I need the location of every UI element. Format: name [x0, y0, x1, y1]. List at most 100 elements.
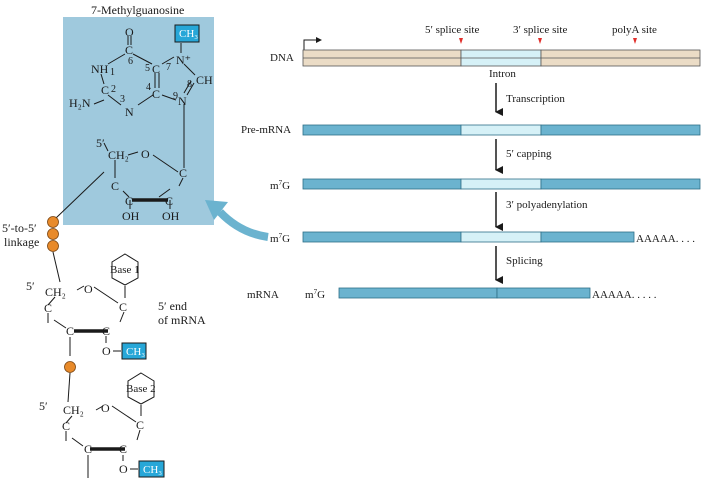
mrna-m7g-label: m7G: [305, 288, 325, 301]
polya-site-label: polyA site: [612, 24, 657, 36]
m7g-nh: NH: [91, 62, 109, 76]
m7g-num4: 4: [146, 82, 151, 93]
polya-g: G: [282, 233, 290, 245]
bond-to-nuc1: [52, 251, 61, 283]
base-2-hexagon: [127, 372, 155, 405]
polyadenylated-m7g-label: m7G: [270, 232, 290, 245]
nuc1-c4: C: [44, 301, 52, 315]
nucleotide-2: Base 2 5′ CH₂ O C C C C O CH₃: [39, 372, 165, 478]
nuc2-c4: C: [62, 419, 70, 433]
m7g-h2n: H₂N: [69, 96, 91, 110]
capped-intron: [460, 178, 542, 190]
capped-exon-1: [302, 178, 462, 190]
mrna-m: m: [305, 289, 314, 301]
capped-exon-2: [540, 178, 701, 190]
splicing-label: Splicing: [506, 255, 543, 267]
m7g-num2: 2: [111, 84, 116, 95]
m7g-c8: C: [196, 73, 204, 87]
m7g-c6: C: [125, 43, 133, 57]
polya-exon-1: [302, 231, 462, 243]
ribose-5prime: 5′: [96, 136, 105, 150]
pre-mrna-exon-1: [302, 124, 462, 136]
m7g-n7: N⁺: [176, 53, 191, 67]
nuc2-c1: C: [136, 418, 144, 432]
capped-sup7: 7: [279, 179, 283, 187]
polya-exon-2: [540, 231, 635, 243]
splice5-label: 5′ splice site: [425, 24, 479, 36]
nuc1-5prime: 5′: [26, 279, 35, 293]
m7g-num3: 3: [120, 94, 125, 105]
m7g-o: O: [125, 25, 134, 39]
splice3-label: 3′ splice site: [513, 24, 567, 36]
m7g-num5: 5: [145, 63, 150, 74]
base-1-label: Base 1: [110, 264, 140, 276]
ribose-o: O: [141, 147, 150, 161]
nuc1-bonds: [47, 285, 126, 356]
linkage-label-1: 5′-to-5′: [2, 221, 37, 235]
m7g-background: [63, 17, 214, 225]
nucleotide-1: Base 1 5′ CH₂ O C C C C O CH₃ 5′ end of …: [26, 253, 206, 360]
polya-sup7: 7: [279, 232, 283, 240]
ribose-c3: C: [125, 194, 133, 208]
mrna-g: G: [317, 289, 325, 301]
nuc1-o: O: [84, 282, 93, 296]
intron-label: Intron: [489, 68, 516, 80]
ribose-c2: C: [165, 194, 173, 208]
nuc2-ch3-badge: [138, 460, 165, 478]
m7g-title: 7-Methylguanosine: [91, 3, 184, 17]
processing-pathway: 5′ splice site 3′ splice site polyA site…: [241, 24, 701, 301]
capping-label: 5′ capping: [506, 148, 552, 160]
highlight-arrow-head: [205, 200, 228, 220]
linkage-bond: [55, 171, 105, 219]
nuc1-ch3-badge: [121, 342, 147, 360]
nuc1-end-1: 5′ end: [158, 299, 187, 313]
m7g-n9: N: [178, 94, 187, 108]
polya-tail: AAAAA. . . .: [636, 233, 695, 245]
capped-g: G: [282, 180, 290, 192]
highlight-arrow-shaft: [217, 209, 269, 241]
m7g-c5: C: [152, 62, 160, 76]
nuc2-o2: O: [119, 462, 128, 476]
m7g-n3: N: [125, 105, 134, 119]
nuc2-ch3: CH₃: [143, 464, 162, 476]
pre-mrna-exon-2: [540, 124, 701, 136]
capped-m7g-label: m7G: [270, 179, 290, 192]
m7g-num6: 6: [128, 56, 133, 67]
transcription-label: Transcription: [506, 93, 565, 105]
mrna-exon-1: [338, 287, 498, 299]
phosphate-bead-4: [64, 361, 76, 373]
mrna-tail: AAAAA. . . . .: [592, 289, 657, 301]
capped-m: m: [270, 180, 279, 192]
ribose-bonds: [103, 142, 184, 209]
phosphate-bead-1: [47, 216, 59, 228]
mrna-sup7: 7: [314, 288, 318, 296]
bond-to-nuc2: [67, 372, 71, 403]
nuc2-bonds: [65, 405, 142, 478]
nuc1-c1: C: [119, 300, 127, 314]
ch3-badge: [174, 24, 200, 43]
m7g-c4: C: [152, 87, 160, 101]
ribose-c4: C: [111, 179, 119, 193]
ribose-oh-2: OH: [162, 209, 180, 223]
nuc2-5prime: 5′: [39, 399, 48, 413]
linkage-label-2: linkage: [4, 235, 39, 249]
phosphate-bead-3: [47, 240, 59, 252]
m7g-num1: 1: [110, 67, 115, 78]
nuc2-ch2: CH₂: [63, 403, 84, 417]
splice3-marker: [538, 38, 542, 44]
m7g-num9: 9: [173, 91, 178, 102]
m7g-h8: H: [204, 73, 213, 87]
splice5-marker: [459, 38, 463, 44]
polya-marker: [633, 38, 637, 44]
ribose-c1: C: [179, 166, 187, 180]
nuc2-c2: C: [119, 442, 127, 456]
m7g-num8: 8: [187, 79, 192, 90]
m7g-panel: 7-Methylguanosine CH₃ O C 6 NH: [63, 3, 214, 225]
promoter-arrow: [303, 39, 318, 52]
promoter-arrowhead: [316, 37, 322, 43]
dna-label: DNA: [270, 52, 294, 64]
base-2-label: Base 2: [126, 383, 156, 395]
m7g-c2: C: [101, 83, 109, 97]
nuc2-c3: C: [84, 442, 92, 456]
